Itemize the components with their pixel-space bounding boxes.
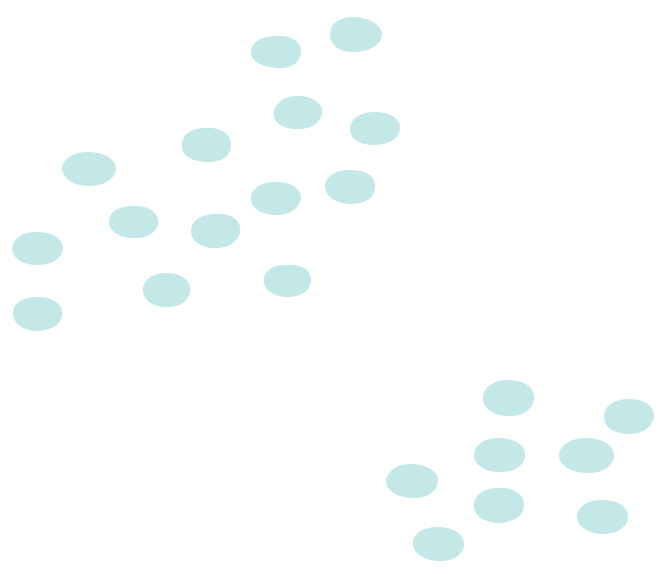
pebble-spot-icon [250, 35, 301, 69]
pebble-spot-icon [190, 213, 241, 249]
pebble-spot-icon [142, 273, 191, 308]
pebble-spot-icon [263, 264, 312, 297]
pebble-spot-icon [412, 527, 465, 562]
pebble-spot-icon [385, 464, 439, 499]
pebble-spot-icon [250, 181, 302, 216]
upper-left-cluster [12, 17, 401, 331]
pebble-spot-icon [473, 438, 526, 473]
pebble-spot-icon [603, 399, 655, 435]
pebble-spot-icon [473, 487, 525, 523]
pebble-spot-icon [108, 205, 159, 239]
pebble-spot-icon [12, 232, 63, 265]
pebble-spot-icon [62, 152, 116, 186]
pebble-spot-icon [324, 170, 376, 204]
pebble-spot-icon [329, 17, 382, 52]
pebble-spot-icon [12, 297, 63, 331]
pebble-spot-icon [181, 127, 231, 163]
pebble-spot-icon [349, 112, 401, 145]
pebble-spot-icon [482, 380, 535, 417]
pebble-spot-icon [273, 96, 323, 130]
pebble-spot-icon [558, 438, 615, 474]
pebble-spot-icon [576, 500, 629, 535]
lower-right-cluster [385, 380, 655, 562]
